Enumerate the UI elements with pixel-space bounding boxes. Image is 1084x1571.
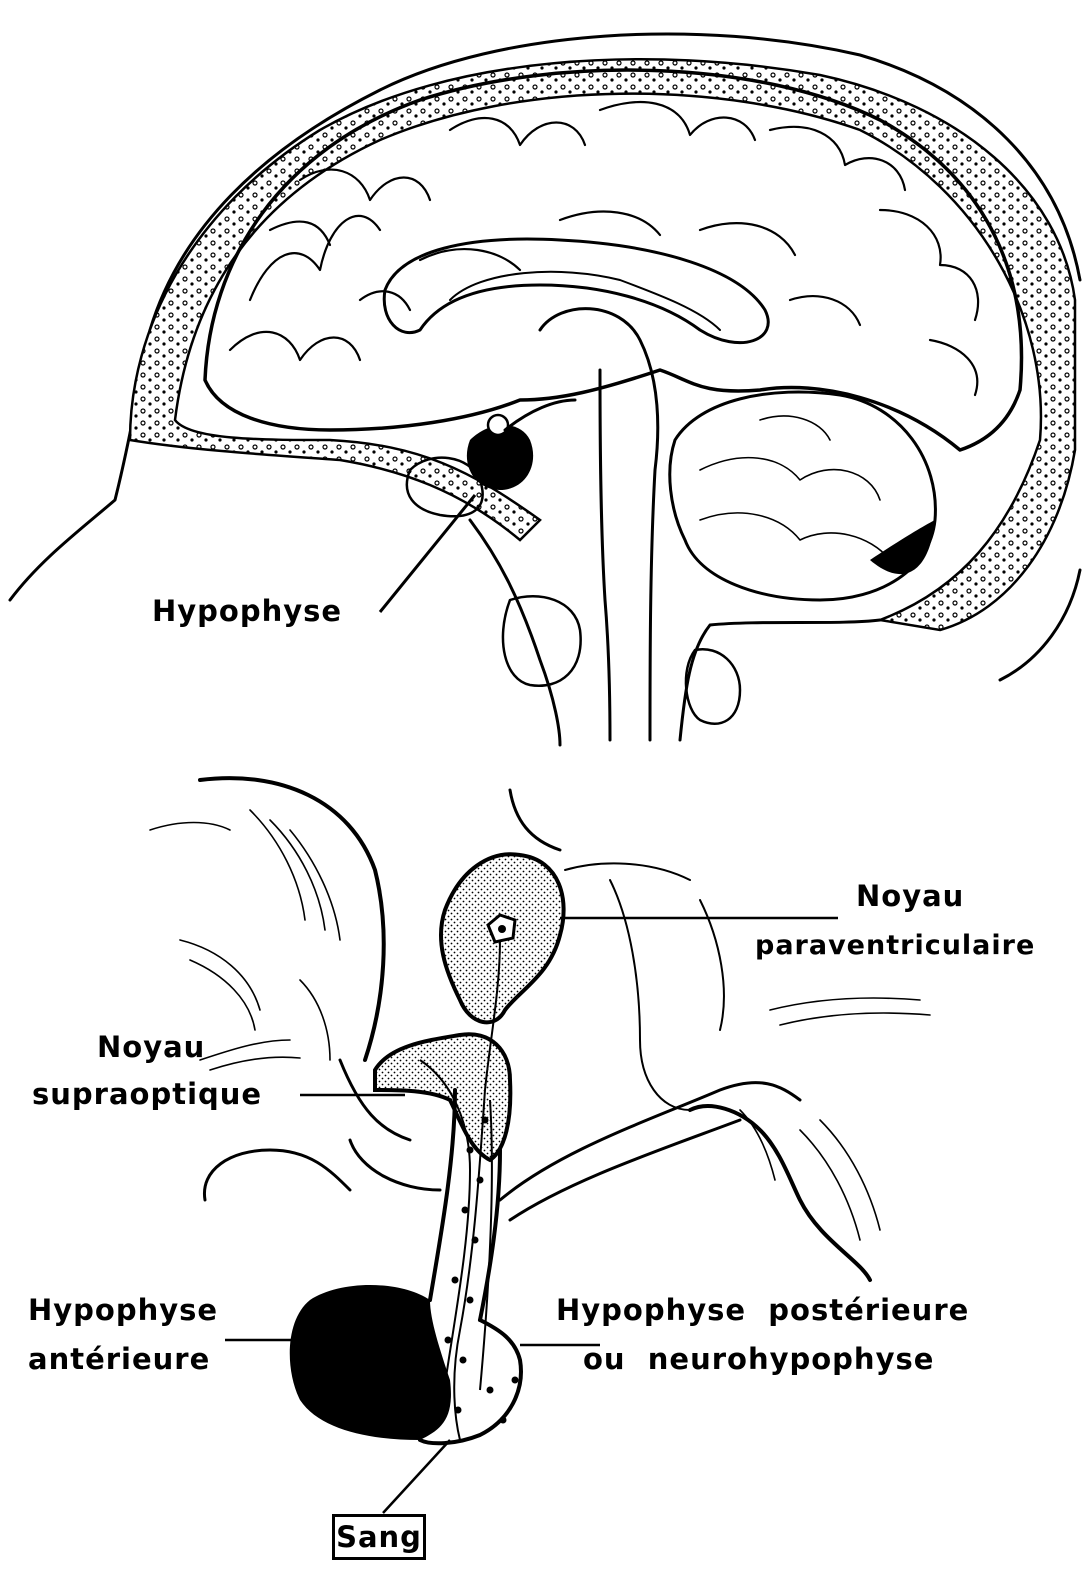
label-noyau-supraoptique-1: Noyau (97, 1033, 205, 1062)
sang-pointer (383, 1440, 450, 1513)
corpus-callosum (384, 239, 768, 343)
label-noyau-supraoptique-2: supraoptique (32, 1080, 262, 1109)
label-hypophyse-posterieure-2: ou neurohypophyse (583, 1345, 934, 1374)
sagittal-brain-section (10, 34, 1080, 745)
label-hypophyse-anterieure-1: Hypophyse (28, 1296, 218, 1325)
hatch-right (740, 998, 930, 1240)
label-hypophyse-anterieure-2: antérieure (28, 1345, 210, 1374)
label-hypophyse-top: Hypophyse (152, 597, 342, 626)
label-hypophyse-posterieure-1: Hypophyse postérieure (556, 1296, 969, 1325)
label-sang: Sang (336, 1520, 422, 1554)
anterior-pituitary (290, 1285, 451, 1440)
label-noyau-paraventriculaire-1: Noyau (856, 882, 964, 911)
hypothalamus-pituitary-detail (150, 778, 930, 1513)
sang-box: Sang (332, 1514, 426, 1560)
brainstem (540, 309, 658, 740)
label-noyau-paraventriculaire-2: paraventriculaire (755, 932, 1035, 959)
